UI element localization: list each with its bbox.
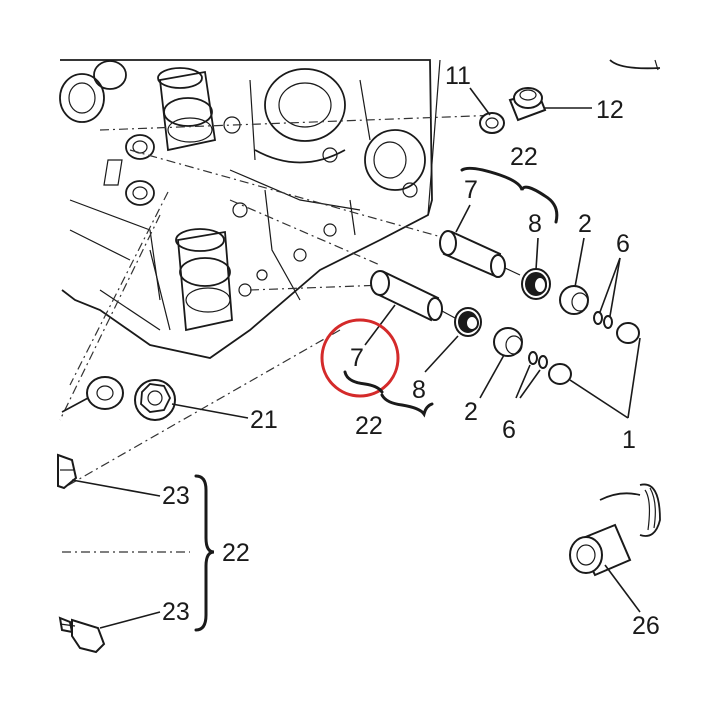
spring-assembly-fragment (599, 483, 661, 537)
callout-8-top: 8 (528, 210, 542, 238)
callout-8-middle: 8 (412, 376, 426, 404)
seal-8-middle (454, 307, 482, 337)
callout-6-top: 6 (616, 230, 630, 258)
bolt-23-top (57, 453, 78, 490)
clips-6-middle (528, 351, 548, 369)
callout-23-top: 23 (162, 482, 190, 510)
bushing-2-middle (493, 327, 523, 357)
callout-11: 11 (445, 62, 471, 90)
bushing-2-top (559, 285, 589, 315)
seal-8-top (521, 268, 551, 300)
callout-21: 21 (250, 406, 278, 434)
cap-1-top (616, 322, 640, 344)
plug-12 (508, 87, 547, 122)
callout-22-top: 22 (510, 143, 538, 171)
highlight-circle (320, 318, 400, 398)
sleeve-7-middle (370, 270, 456, 322)
bolt-23-bottom (58, 616, 106, 654)
brace-22-middle (380, 393, 434, 418)
brace-22-top (460, 166, 559, 224)
callout-23-bottom: 23 (162, 598, 190, 626)
brace-22-bottom (194, 474, 215, 632)
engine-case (59, 59, 441, 359)
callout-labels: 11 12 22 7 8 2 6 7 8 2 6 1 22 21 23 22 2… (162, 62, 660, 640)
bushing-26 (569, 523, 632, 577)
callout-22-bottom: 22 (222, 539, 250, 567)
callout-22-middle: 22 (355, 412, 383, 440)
callout-2-top: 2 (578, 210, 592, 238)
leader-lines (61, 87, 641, 629)
callout-1: 1 (622, 426, 636, 454)
washer-11 (479, 112, 505, 134)
callout-26: 26 (632, 612, 660, 640)
clips-6-top (593, 311, 613, 329)
flange-nut-21 (134, 379, 176, 421)
cap-1-middle (548, 363, 572, 385)
sleeve-7-top (439, 230, 521, 278)
assembly-axis-lines (59, 114, 501, 553)
callout-12: 12 (596, 96, 624, 124)
washer-21 (86, 376, 124, 410)
callout-2-middle: 2 (464, 398, 478, 426)
callout-7-middle: 7 (350, 344, 364, 372)
callout-7-top: 7 (464, 176, 478, 204)
callout-6-middle: 6 (502, 416, 516, 444)
cover-edge-fragment (609, 59, 661, 71)
